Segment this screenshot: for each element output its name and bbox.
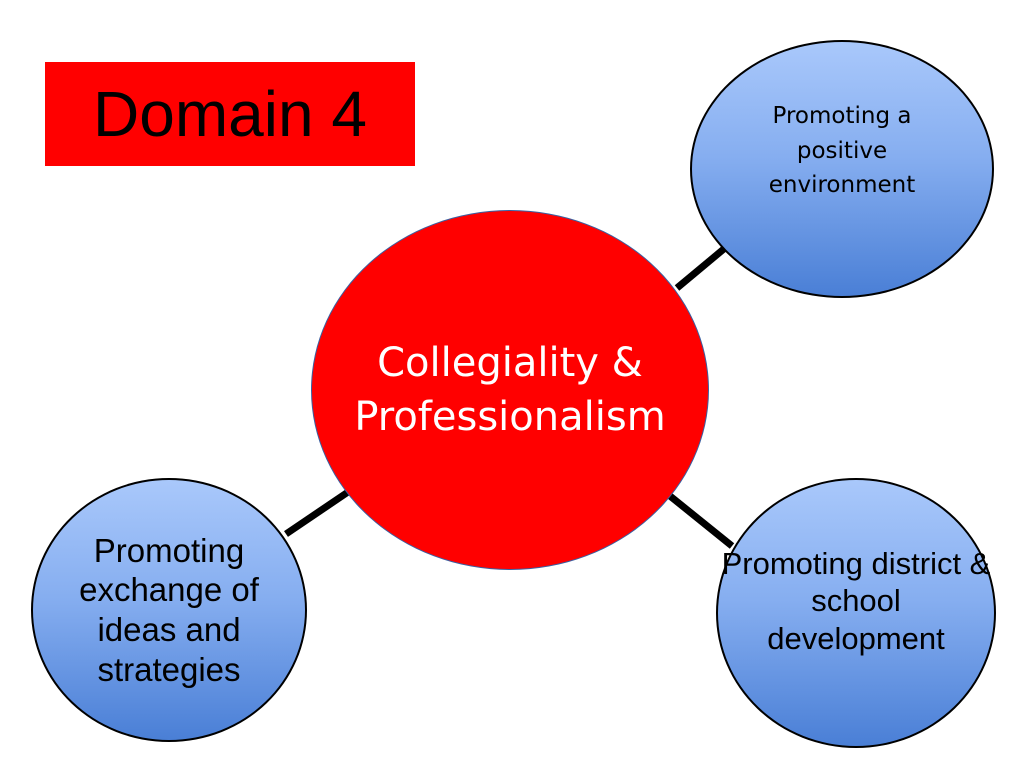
connector-bottom-left <box>284 489 350 537</box>
title-text: Domain 4 <box>93 78 367 150</box>
connector-bottom-right <box>667 493 735 549</box>
node-exchange-of-ideas: Promoting exchange of ideas and strategi… <box>31 478 307 742</box>
node-exchange-of-ideas-label: Promoting exchange of ideas and strategi… <box>79 531 259 688</box>
title-box: Domain 4 <box>45 62 415 166</box>
node-positive-environment-label: Promoting a positive environment <box>768 103 916 199</box>
node-district-school-development: Promoting district & school development <box>716 478 996 748</box>
node-district-school-development-label: Promoting district & school development <box>721 546 991 656</box>
center-node-label: Collegiality & Professionalism <box>354 340 666 440</box>
node-positive-environment: Promoting a positive environment <box>690 40 994 298</box>
center-node: Collegiality & Professionalism <box>311 210 709 570</box>
